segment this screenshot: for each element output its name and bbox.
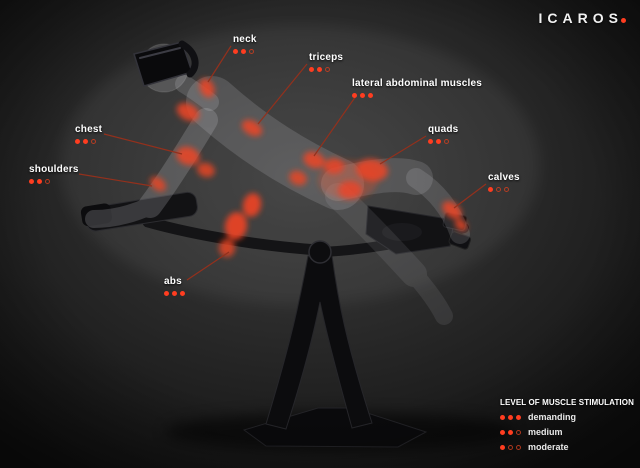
muscle-label-text: quads <box>428 124 459 135</box>
brand-logo: ICAROS <box>539 10 626 26</box>
muscle-label-shoulders: shoulders <box>29 164 79 184</box>
legend-dots <box>500 444 521 450</box>
legend-item-moderate: moderate <box>500 442 634 452</box>
stimulation-legend: LEVEL OF MUSCLE STIMULATION demanding me… <box>500 398 634 452</box>
level-dot-hollow <box>45 179 50 184</box>
level-dot-hollow <box>325 67 330 72</box>
brand-logo-dot-icon <box>621 18 626 23</box>
level-dot-filled <box>516 414 521 420</box>
level-dot-filled <box>360 93 365 98</box>
muscle-label-text: calves <box>488 172 520 183</box>
level-dot-filled <box>172 291 177 296</box>
level-dot-filled <box>500 444 505 450</box>
level-dot-hollow <box>249 49 254 54</box>
level-dot-hollow <box>504 187 509 192</box>
muscle-label-lateral-abdominal: lateral abdominal muscles <box>352 78 482 98</box>
muscle-level-dots <box>352 93 482 98</box>
muscle-label-neck: neck <box>233 34 257 54</box>
legend-item-demanding: demanding <box>500 412 634 422</box>
muscle-level-dots <box>164 291 185 296</box>
legend-label: demanding <box>528 412 577 422</box>
brand-logo-text: ICAROS <box>538 10 623 26</box>
level-dot-hollow <box>516 429 521 435</box>
muscle-level-dots <box>488 187 520 192</box>
muscle-label-calves: calves <box>488 172 520 192</box>
legend-title: LEVEL OF MUSCLE STIMULATION <box>500 398 634 407</box>
level-dot-hollow <box>444 139 449 144</box>
level-dot-hollow <box>91 139 96 144</box>
level-dot-filled <box>180 291 185 296</box>
muscle-label-triceps: triceps <box>309 52 343 72</box>
legend-item-medium: medium <box>500 427 634 437</box>
muscle-label-text: abs <box>164 276 182 287</box>
level-dot-filled <box>508 414 513 420</box>
muscle-label-text: lateral abdominal muscles <box>352 78 483 89</box>
muscle-label-text: triceps <box>309 52 344 63</box>
level-dot-filled <box>488 187 493 192</box>
level-dot-filled <box>436 139 441 144</box>
level-dot-filled <box>500 429 505 435</box>
level-dot-filled <box>309 67 314 72</box>
muscle-label-text: shoulders <box>29 164 79 175</box>
level-dot-filled <box>75 139 80 144</box>
legend-dots <box>500 414 521 420</box>
level-dot-hollow <box>508 444 513 450</box>
muscle-level-dots <box>428 139 458 144</box>
legend-dots <box>500 429 521 435</box>
level-dot-filled <box>368 93 373 98</box>
legend-label: medium <box>528 427 563 437</box>
level-dot-filled <box>508 429 513 435</box>
muscle-label-text: neck <box>233 34 257 45</box>
muscle-label-chest: chest <box>75 124 102 144</box>
level-dot-filled <box>352 93 357 98</box>
muscle-label-abs: abs <box>164 276 185 296</box>
level-dot-hollow <box>516 444 521 450</box>
level-dot-filled <box>317 67 322 72</box>
legend-label: moderate <box>528 442 569 452</box>
muscle-level-dots <box>233 49 257 54</box>
level-dot-hollow <box>496 187 501 192</box>
level-dot-filled <box>233 49 238 54</box>
level-dot-filled <box>241 49 246 54</box>
level-dot-filled <box>164 291 169 296</box>
level-dot-filled <box>500 414 505 420</box>
level-dot-filled <box>37 179 42 184</box>
muscle-level-dots <box>75 139 102 144</box>
muscle-level-dots <box>309 67 343 72</box>
level-dot-filled <box>428 139 433 144</box>
muscle-label-quads: quads <box>428 124 458 144</box>
muscle-level-dots <box>29 179 79 184</box>
level-dot-filled <box>83 139 88 144</box>
muscle-label-text: chest <box>75 124 103 135</box>
level-dot-filled <box>29 179 34 184</box>
